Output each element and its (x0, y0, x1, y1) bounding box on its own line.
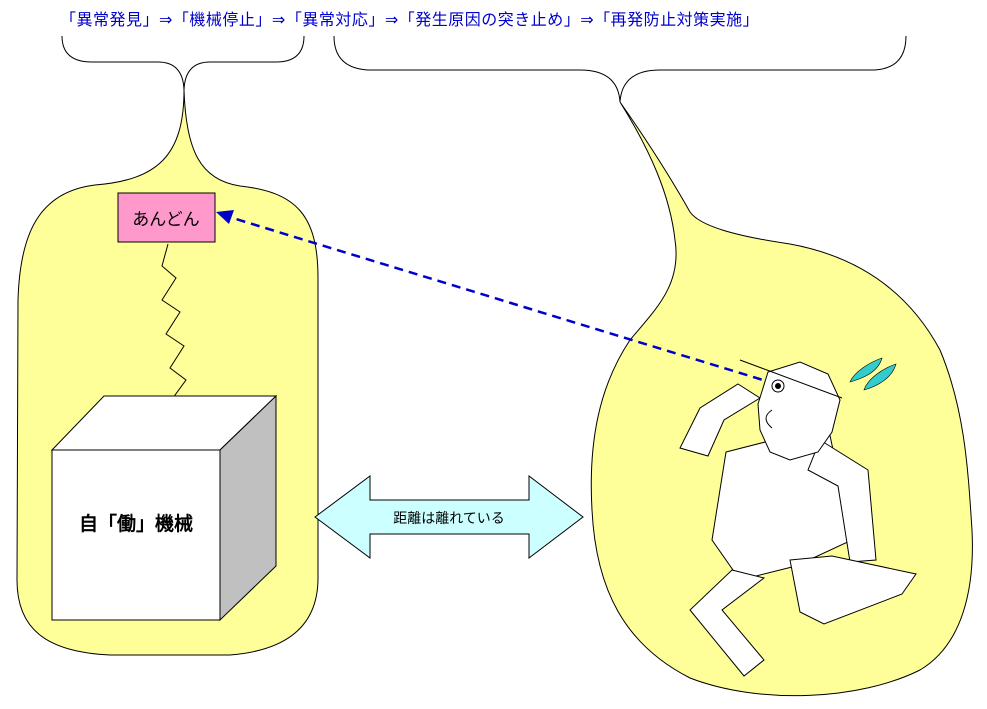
machine-cube-front (51, 449, 221, 621)
sweat-drop-icon (849, 357, 883, 383)
left-brace (61, 35, 305, 91)
worker-figure (679, 361, 917, 677)
sight-line (225, 214, 777, 386)
right-brace (333, 35, 907, 103)
distance-arrow (314, 474, 584, 560)
hat-brim (739, 359, 843, 399)
distance-label: 距離は離れている (393, 510, 505, 527)
signal-zigzag (161, 243, 187, 419)
machine-label: 自「働」機械 (79, 512, 193, 535)
eye-pupil (775, 383, 781, 389)
andon-box (117, 192, 216, 243)
andon-label: あんどん (132, 210, 200, 230)
sight-arrowhead (216, 210, 234, 224)
sweat-drop-icon (863, 363, 897, 391)
process-flow-title: 「異常発見」⇒「機械停止」⇒「異常対応」⇒「発生原因の突き止め」⇒「再発防止対策… (60, 10, 760, 29)
